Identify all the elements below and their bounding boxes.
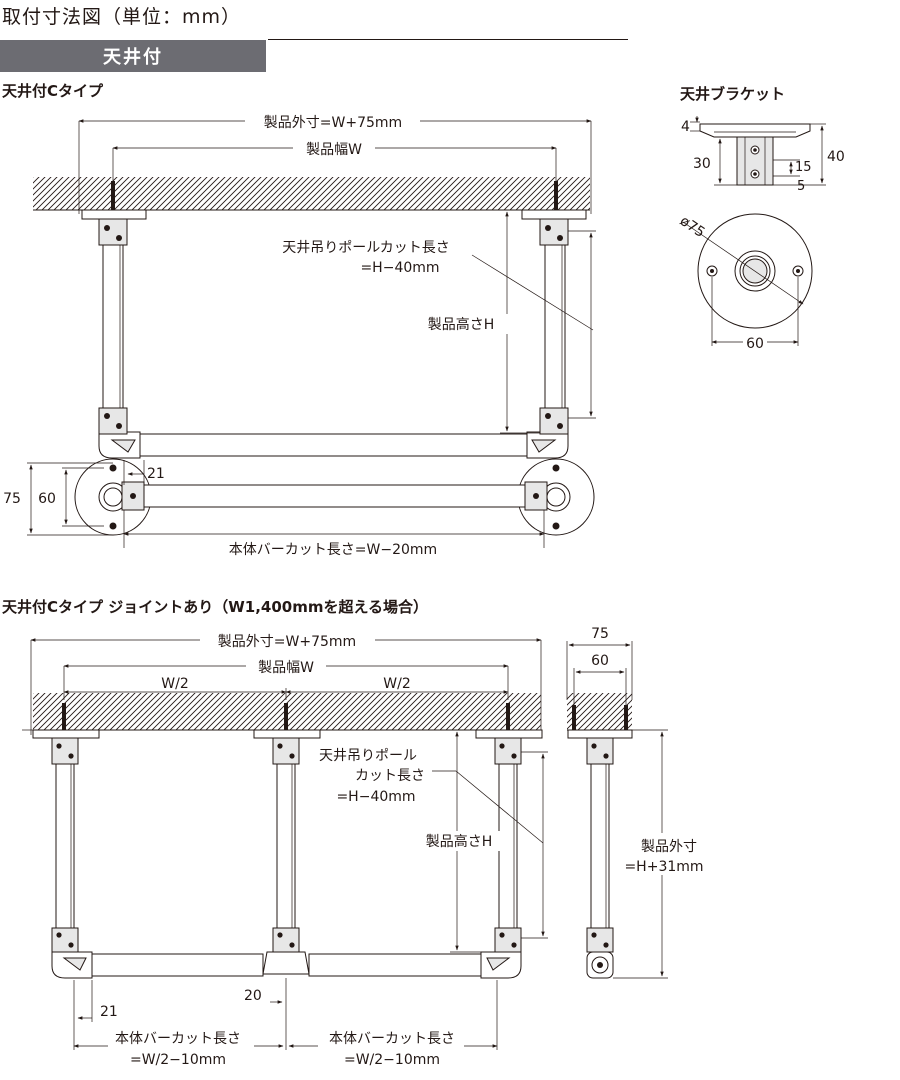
label2-20: 20 (244, 988, 262, 1004)
section2-front-view: 製品外寸=W+75mm 製品幅W W/2 W/2 (22, 631, 548, 1068)
page-title: 取付寸法図（単位：mm） (2, 6, 242, 28)
bracket-heading: 天井ブラケット (680, 85, 786, 103)
label-pole-cut-1: 天井吊りポールカット長さ (282, 240, 450, 256)
label2-bar-cut-right-1: 本体バーカット長さ (329, 1031, 455, 1047)
section1-front-view: 製品外寸=W+75mm 製品幅W (33, 112, 596, 459)
horizontal-bar (139, 433, 528, 457)
top-bar (123, 484, 545, 508)
section1-top-view: 75 60 21 本体バーカット長さ=W−20mm (0, 458, 595, 558)
tab-ceiling-mount[interactable]: 天井付 (0, 40, 266, 72)
label-bracket-phi75: ø75 (677, 213, 708, 241)
label-outer-width: 製品外寸=W+75mm (264, 115, 402, 131)
label-60: 60 (38, 491, 56, 507)
label-side-75: 75 (591, 626, 609, 642)
label-width: 製品幅W (306, 142, 362, 158)
label-pole-cut-2: =H−40mm (360, 260, 439, 276)
label2-pole-cut-2: カット長さ (355, 768, 425, 784)
label2-outer-width: 製品外寸=W+75mm (218, 634, 356, 650)
section1-heading: 天井付Cタイプ (2, 82, 104, 100)
title-rule (268, 39, 628, 40)
label2-bar-cut-right-2: =W/2−10mm (344, 1052, 440, 1068)
label2-bar-cut-left-2: =W/2−10mm (130, 1052, 226, 1068)
label2-pole-cut-1: 天井吊りポール (319, 748, 417, 764)
label-side-outer-2: =H+31mm (624, 859, 703, 875)
ceiling-hatch (33, 177, 590, 210)
label-bracket-15: 15 (795, 160, 812, 175)
label-side-outer-1: 製品外寸 (641, 839, 697, 855)
label2-half-right: W/2 (383, 676, 410, 692)
label2-height: 製品高さH (426, 833, 493, 850)
label-75: 75 (3, 491, 21, 507)
label2-half-left: W/2 (161, 676, 188, 692)
label-bar-cut: 本体バーカット長さ=W−20mm (229, 542, 437, 558)
label-height: 製品高さH (428, 316, 495, 333)
label-bracket-30: 30 (693, 156, 711, 172)
label-bracket-40: 40 (827, 149, 845, 165)
section2-heading: 天井付Cタイプ ジョイントあり（W1,400mmを超える場合） (2, 598, 429, 616)
label2-pole-cut-3: =H−40mm (336, 789, 415, 805)
side-view: 75 60 製品外寸 =H+31mm (566, 626, 713, 979)
label-bracket-5: 5 (797, 179, 805, 194)
label2-width: 製品幅W (258, 660, 314, 676)
label2-bar-cut-left-1: 本体バーカット長さ (115, 1031, 241, 1047)
label-bracket-4: 4 (681, 119, 690, 135)
label2-21: 21 (100, 1004, 118, 1020)
bracket-detail: 4 30 15 5 40 ø75 60 (677, 116, 845, 352)
label-21: 21 (147, 466, 165, 482)
label-side-60: 60 (591, 653, 609, 669)
label-bracket-60: 60 (746, 336, 764, 352)
